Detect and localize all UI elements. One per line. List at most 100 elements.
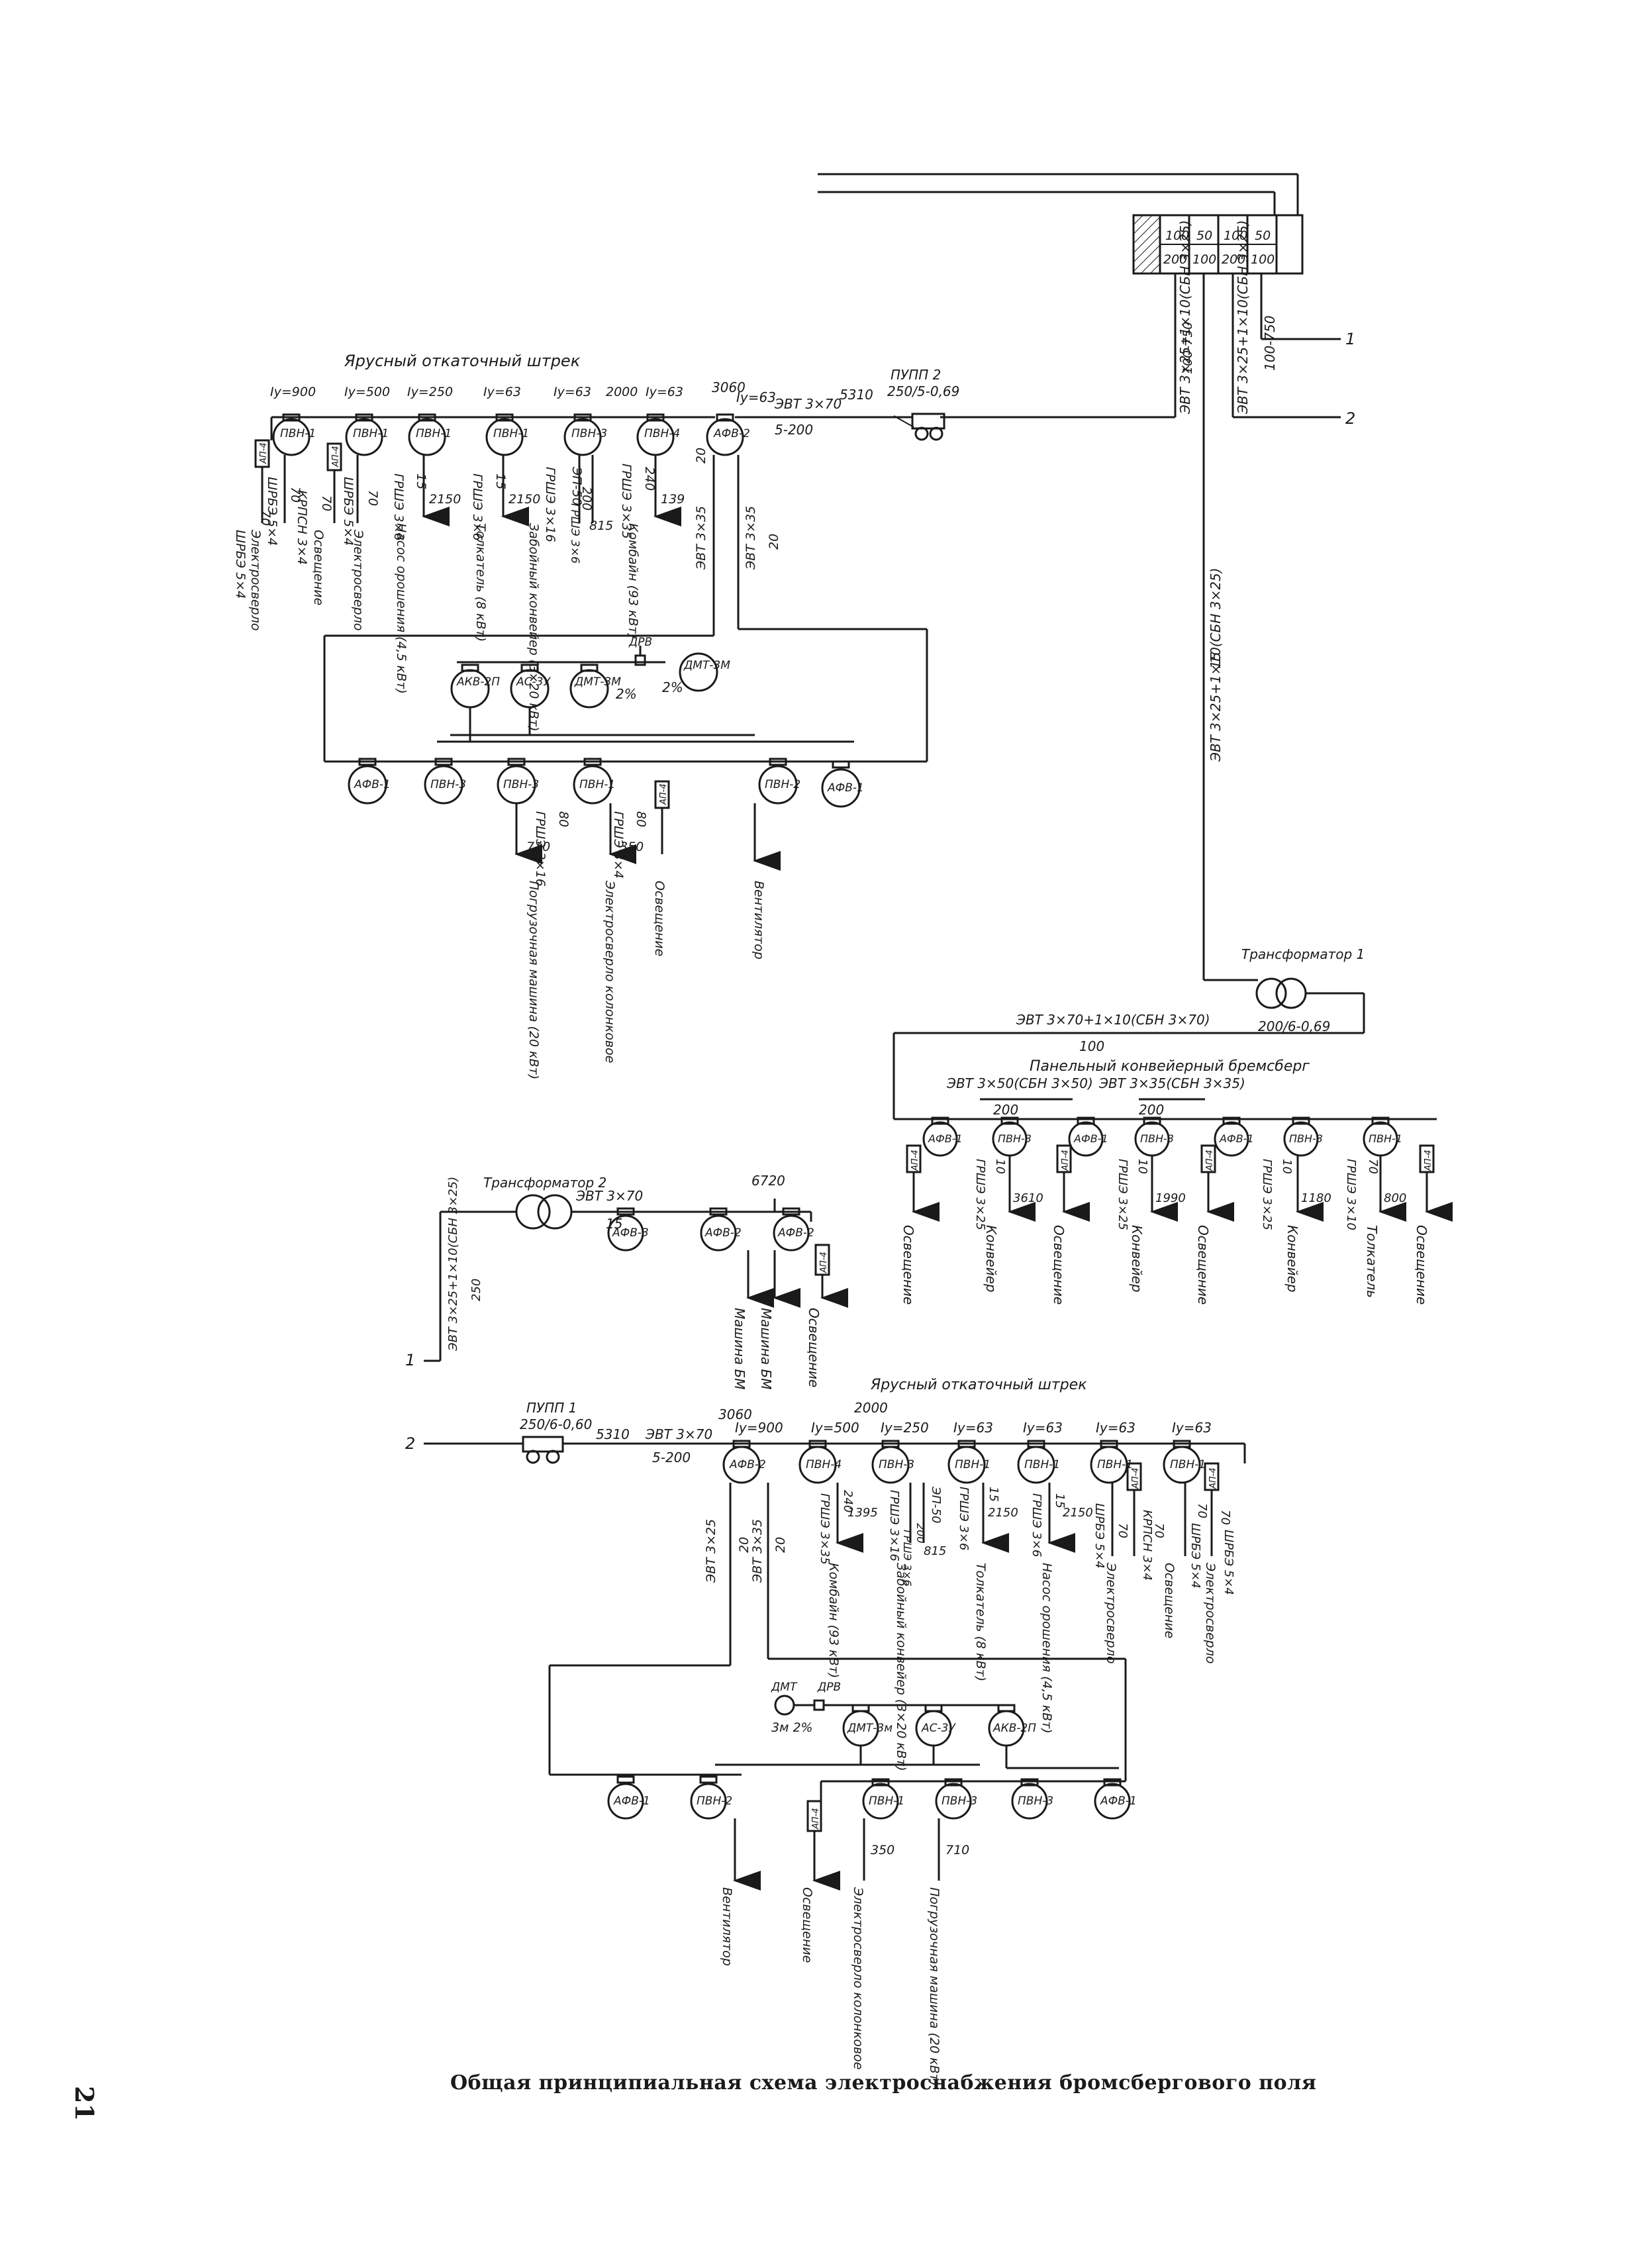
ug-iy-3: Iу=250	[407, 385, 453, 399]
ug-len-8: 240	[642, 467, 657, 491]
uc-dev-4: ДМТ-3М	[683, 659, 730, 672]
t1-load-8: Освещение	[1414, 1225, 1429, 1305]
pupp2-name: ПУПП 2	[891, 367, 941, 383]
t1-cable-3: ГРШЭ 3×25	[1260, 1159, 1274, 1230]
ug-len-5: 15	[414, 473, 428, 489]
t2-cable: ЭВТ 3×70	[575, 1188, 643, 1204]
t1-cur-1: 3610	[1013, 1191, 1043, 1205]
t2-load-1: Машина БМ	[732, 1308, 748, 1389]
lg-dev-6: ПВН-1	[1097, 1458, 1133, 1471]
t1-name: Трансформатор 1	[1241, 946, 1365, 962]
lg-load-2: Забойный конвейер (3×20 кВт)	[894, 1563, 908, 1771]
ug-len-6: 15	[493, 473, 508, 489]
uc-drv: ДРВ	[628, 636, 652, 649]
ug-dev-2: ПВН-1	[353, 427, 389, 440]
lg-cable-4: ГРШЭ 3×6	[1030, 1493, 1043, 1557]
gallery-bottom-title: Ярусный откаточный штрек	[870, 1377, 1087, 1393]
transformer1	[893, 977, 1437, 1120]
ug-iy-1: Iу=900	[270, 385, 316, 399]
ls-dev-5: ПВН-3	[942, 1795, 977, 1808]
ug-len-4: 70	[365, 490, 380, 506]
us-dev-6: ПВН-2	[765, 778, 800, 791]
t1-dev-5: АФВ-1	[1073, 1132, 1108, 1145]
lg-app-1: АП-4	[1131, 1467, 1141, 1489]
upper-section	[324, 758, 927, 871]
line-1-marker: 1	[1345, 330, 1355, 348]
t1-cable-2: ГРШЭ 3×25	[1116, 1159, 1130, 1230]
lg-cur-4: 2150	[1063, 1506, 1093, 1520]
lc-dev-3: АКВ-2П	[992, 1722, 1036, 1735]
ug-dev-3: ПВН-1	[416, 427, 452, 440]
ls-cur-2: 710	[945, 1843, 969, 1857]
lg-cable-1: ГРШЭ 3×35	[818, 1493, 832, 1565]
lg-cable-8: ШРБЭ 5×4	[1222, 1530, 1235, 1595]
pupp1-line-2: 2	[405, 1434, 415, 1453]
lg-iy-1: Iу=500	[811, 1420, 859, 1436]
c2-len: 100-750	[1262, 315, 1278, 371]
lc-pct: 3м 2%	[771, 1720, 813, 1735]
lg-load-6: Освещение	[1162, 1563, 1177, 1638]
ug-cable-3: КРПСН 3×4	[295, 490, 309, 565]
lg-iy-6: Iу=63	[1172, 1420, 1212, 1436]
us-len-2: 80	[634, 811, 648, 827]
ug-load-3: Электросверло	[351, 529, 365, 631]
lg-dev-1: АФВ-2	[729, 1458, 766, 1471]
t1-cur-2: 1990	[1155, 1191, 1186, 1205]
ug-load-1: Электросверло	[248, 529, 263, 631]
sw-cell4-bottom: 100	[1251, 252, 1275, 267]
t1-load-1: Освещение	[900, 1225, 916, 1305]
pupp1-iy: Iу=900	[735, 1420, 783, 1436]
t2-in-cable: ЭВТ 3×25+1×10(СБН 3×25)	[446, 1177, 460, 1352]
ug-cable-7: ГРШЭ 3×16	[543, 467, 557, 542]
t2-dev-1: АФВ-3	[612, 1226, 649, 1240]
riser-len: 15	[1208, 652, 1224, 669]
ls-load-4: Погрузочная машина (20 кВт)	[927, 1887, 942, 2086]
lg-load-3: Толкатель (8 кВт)	[973, 1563, 988, 1681]
ug-dev-6: ПВН-4	[644, 427, 680, 440]
pupp1-rating: 250/6-0,60	[520, 1416, 592, 1432]
upper-control	[437, 646, 854, 743]
us-len-1: 80	[556, 811, 571, 827]
ug-cur-4: 139	[661, 492, 685, 507]
uc-dev-3: ДМТ-3М	[574, 675, 621, 689]
us-load-1: Погрузочная машина (20 кВт)	[526, 881, 541, 1079]
t1-branch-b: ЭВТ 3×35(СБН 3×35)	[1098, 1075, 1245, 1091]
t1-cable-4: ГРШЭ 3×10	[1344, 1159, 1358, 1230]
us-cable-2: ГРШЭ 3×4	[611, 811, 626, 879]
t1-out-cable: ЭВТ 3×70+1×10(СБН 3×70)	[1016, 1012, 1210, 1028]
t1-load-6: Конвейер	[1284, 1225, 1300, 1293]
ug-load-7: Комбайн (93 кВт)	[626, 523, 640, 638]
ls-dev-7: АФВ-1	[1100, 1795, 1137, 1808]
t1-cur-4: 800	[1384, 1191, 1406, 1205]
transformer2	[424, 1194, 848, 1362]
ug-iy-6: Iу=63	[646, 385, 683, 399]
t2-load-3: Освещение	[806, 1308, 822, 1387]
lg-load-4: Насос орошения (4,5 кВт)	[1039, 1563, 1054, 1734]
ug-dev-1: ПВН-1	[280, 427, 316, 440]
ug-drops	[261, 417, 681, 526]
lg-sub-len: 200	[914, 1523, 927, 1544]
pupp1-current: 5310	[596, 1426, 630, 1442]
sw-cell2-bottom: 100	[1192, 252, 1216, 267]
lg-iy-2: Iу=250	[881, 1420, 929, 1436]
pupp2-cable: ЭВТ 3×70	[774, 396, 842, 412]
ls-dev-3: АП-4	[811, 1808, 821, 1830]
ls-load-2: Освещение	[800, 1887, 814, 1963]
ug-cur-1: 2150	[429, 492, 461, 507]
gallery-top-title: Ярусный откаточный штрек	[344, 352, 581, 370]
lg-feed-a-len: 20	[737, 1537, 751, 1553]
lg-cable-6: КРПСН 3×4	[1140, 1510, 1154, 1581]
page-number: 21	[70, 2086, 99, 2121]
ls-dev-2: ПВН-2	[697, 1795, 732, 1808]
lg-cable-5: ШРБЭ 5×4	[1092, 1503, 1106, 1569]
t1-dev-3: ПВН-3	[998, 1132, 1032, 1145]
lg-app-2: АП-4	[1208, 1467, 1218, 1489]
t1-load-3: Освещение	[1051, 1225, 1067, 1305]
ug-feed-a: ЭВТ 3×35	[694, 506, 708, 570]
us-cur-2: 350	[620, 840, 644, 854]
ug-load-5: Толкатель (8 кВт)	[473, 523, 488, 642]
sw-cell1-top: 100	[1165, 228, 1189, 243]
t1-dev-1: АП-4	[910, 1150, 920, 1171]
t1-rating: 200/6-0,69	[1258, 1018, 1330, 1034]
ls-cur-1: 350	[871, 1843, 894, 1857]
